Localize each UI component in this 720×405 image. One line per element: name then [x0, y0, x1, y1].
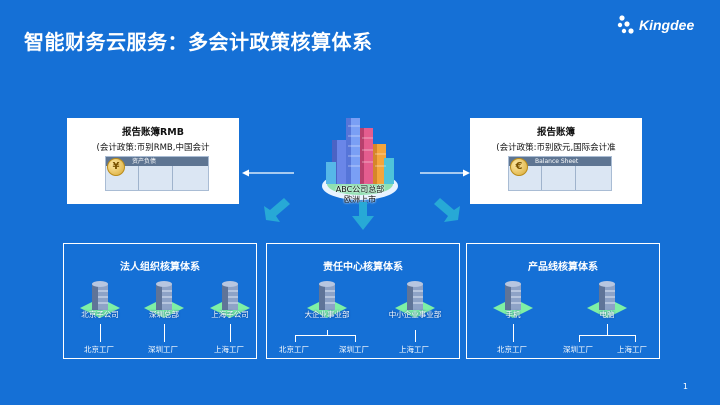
sheet-header: Balance Sheet [509, 157, 611, 166]
server-building-icon [80, 281, 120, 318]
sheet-header: 资产负债 [106, 157, 208, 166]
report-book-rmb: 报告账簿RMB (会计政策:币别RMB,中国会计 资产负债 ¥ [67, 118, 239, 204]
node-label-beijing-subsidiary: 北京子公司 [81, 310, 119, 319]
connector-line [607, 324, 608, 335]
node-label-shenzhen-hq: 深圳总部 [149, 310, 179, 319]
yen-coin-icon: ¥ [107, 158, 125, 176]
connector-line [327, 330, 328, 335]
hq-name: ABC公司总部 [335, 185, 385, 194]
leaf-beijing-factory: 北京工厂 [497, 345, 527, 354]
connector-line [100, 324, 101, 342]
report-book-eur: 报告账簿 (会计政策:币别欧元,国际会计准 Balance Sheet € [470, 118, 642, 204]
hq-label: ABC公司总部 欧洲上市 [322, 185, 398, 205]
server-building-icon [144, 281, 184, 318]
node-label-large-enterprise-division: 大企业事业部 [304, 310, 350, 319]
logo-text: Kingdee [639, 17, 695, 33]
page-title: 智能财务云服务：多会计政策核算体系 [24, 30, 373, 54]
server-building-icon [395, 281, 435, 318]
euro-coin-icon: € [510, 158, 528, 176]
connector-line [164, 324, 165, 342]
server-building-icon [210, 281, 250, 318]
leaf-beijing-factory: 北京工厂 [279, 345, 309, 354]
leaf-shenzhen-factory: 深圳工厂 [563, 345, 593, 354]
node-label-computer: 电脑 [599, 310, 615, 319]
page-number: 1 [682, 382, 688, 391]
server-building-icon [587, 281, 627, 318]
product-line-accounting-group: 产品线核算体系 手机 电脑 北京工厂 深圳工厂 上海工厂 [466, 243, 660, 359]
arrow-down-right-icon [434, 198, 460, 222]
leaf-beijing-factory: 北京工厂 [84, 345, 114, 354]
node-label-mobile: 手机 [505, 310, 521, 319]
server-building-icon [493, 281, 533, 318]
arrow-to-eur-book-icon [420, 169, 470, 177]
node-label-sme-division: 中小企业事业部 [388, 310, 442, 319]
leaf-shenzhen-factory: 深圳工厂 [148, 345, 178, 354]
leaf-shanghai-factory: 上海工厂 [617, 345, 647, 354]
city-buildings-icon [322, 118, 398, 200]
group-title: 法人组织核算体系 [120, 262, 200, 273]
responsibility-center-accounting-group: 责任中心核算体系 大企业事业部 中小企业事业部 北京工厂 深圳工厂 上海工厂 [266, 243, 460, 359]
kingdee-logo-icon [617, 15, 634, 34]
connector-line [295, 335, 355, 336]
connector-line [355, 335, 356, 342]
group-title: 责任中心核算体系 [323, 262, 403, 273]
server-building-icon [307, 281, 347, 318]
connector-line [579, 335, 635, 336]
report-book-eur-policy: (会计政策:币别欧元,国际会计准 [496, 143, 616, 153]
report-book-rmb-title: 报告账簿RMB [121, 127, 184, 138]
connector-line [513, 324, 514, 342]
connector-line [635, 335, 636, 342]
connector-line [295, 335, 296, 342]
leaf-shenzhen-factory: 深圳工厂 [339, 345, 369, 354]
connector-line [415, 330, 416, 342]
arrow-down-icon [352, 202, 374, 230]
legal-entity-accounting-group: 法人组织核算体系 北京子公司 深圳总部 上海子公司 北京工厂 深圳工厂 上海工厂 [63, 243, 257, 359]
leaf-shanghai-factory: 上海工厂 [214, 345, 244, 354]
node-label-shanghai-subsidiary: 上海子公司 [211, 310, 249, 319]
leaf-shanghai-factory: 上海工厂 [399, 345, 429, 354]
connector-line [579, 335, 580, 342]
kingdee-logo: Kingdee [616, 14, 694, 36]
arrow-to-rmb-book-icon [242, 169, 294, 177]
report-book-eur-title: 报告账簿 [536, 127, 575, 138]
arrow-down-left-icon [264, 198, 290, 222]
hq-listing: 欧洲上市 [344, 195, 376, 204]
connector-line [230, 324, 231, 342]
group-title: 产品线核算体系 [528, 262, 598, 273]
report-book-rmb-policy: (会计政策:币别RMB,中国会计 [96, 143, 210, 153]
